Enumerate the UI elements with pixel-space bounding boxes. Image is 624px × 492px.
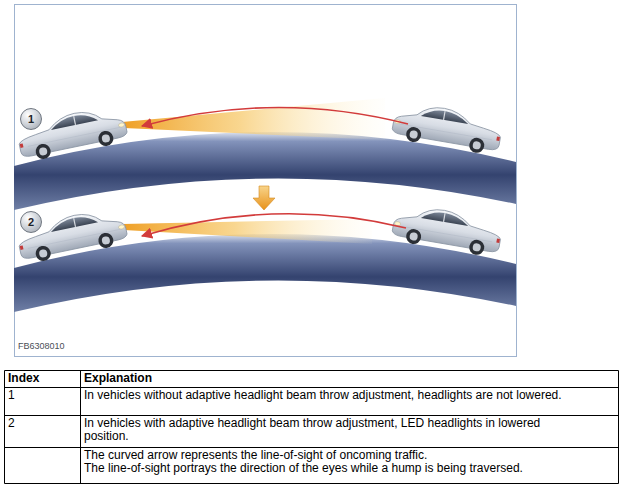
callout-circle: 1 <box>20 108 42 130</box>
table-cell: In vehicles without adaptive headlight b… <box>84 388 566 403</box>
table-cell: In vehicles with adaptive headlight beam… <box>84 416 570 444</box>
table-cell-text: The line-of-sight portrays the direction… <box>84 462 616 475</box>
table-cell: Explanation <box>84 371 614 386</box>
line-of-sight-arrow <box>142 214 406 236</box>
picture-frame <box>15 5 517 357</box>
headlight-beam <box>122 98 385 140</box>
car <box>15 104 129 164</box>
table-cell <box>8 448 78 450</box>
table-rule <box>5 387 619 388</box>
table-cell: 1 <box>8 388 78 403</box>
table-rule <box>4 371 5 484</box>
table-cell: The curved arrow represents the line-of-… <box>84 448 616 476</box>
callout-number: 2 <box>28 216 34 228</box>
car <box>15 206 129 266</box>
table-header: Explanation <box>84 372 614 385</box>
figure-code: FB6308010 <box>18 341 65 351</box>
transition-arrow <box>253 186 275 210</box>
table-rule <box>618 371 619 484</box>
line-of-sight-arrow <box>142 107 408 126</box>
table-header: Index <box>8 372 78 385</box>
table-cell-text: In vehicles with adaptive headlight beam… <box>84 417 570 443</box>
table-cell: 2 <box>8 416 78 431</box>
table-rule <box>5 483 619 484</box>
table-cell-text: 1 <box>8 389 78 402</box>
table-cell-text: 2 <box>8 417 78 430</box>
table-rule <box>80 371 81 484</box>
oncoming-car <box>391 100 504 156</box>
table-rule <box>5 370 619 371</box>
table-cell-text: The curved arrow represents the line-of-… <box>84 449 616 462</box>
oncoming-car <box>391 202 504 258</box>
callout-number: 1 <box>28 113 34 125</box>
callout-circle: 2 <box>20 211 42 233</box>
table-rule <box>5 415 619 416</box>
table-cell: Index <box>8 371 78 386</box>
table-cell-text: In vehicles without adaptive headlight b… <box>84 389 566 402</box>
table-rule <box>5 447 619 448</box>
